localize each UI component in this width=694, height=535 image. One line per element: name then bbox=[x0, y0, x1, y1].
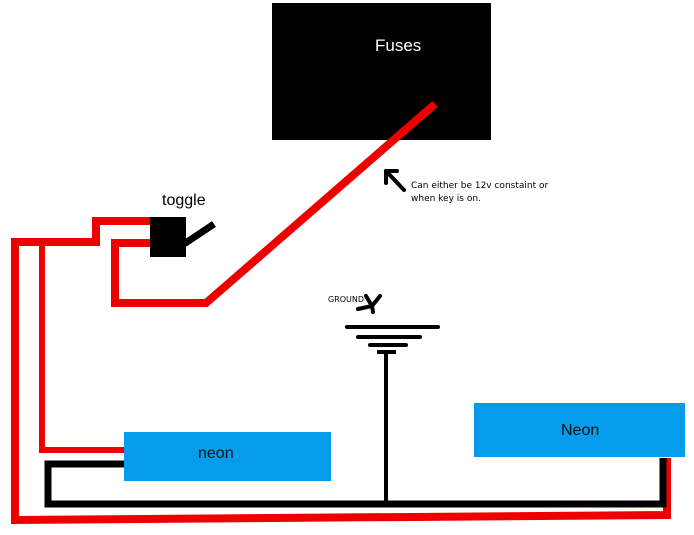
wire-branch-left-neon bbox=[39, 242, 125, 453]
ground-arrow-icon bbox=[356, 294, 382, 314]
ground-label: GROUND bbox=[328, 295, 365, 304]
neon-right-box bbox=[474, 403, 685, 457]
wire-toggle-to-neons bbox=[11, 217, 671, 525]
note-arrow-icon bbox=[384, 169, 406, 192]
toggle-label: toggle bbox=[162, 192, 206, 209]
toggle-switch-body bbox=[150, 217, 186, 257]
toggle-lever bbox=[182, 221, 216, 247]
neon-left-box bbox=[124, 432, 331, 481]
fuse-note: Can either be 12v constaint or when key … bbox=[411, 181, 549, 204]
fuses-label: Fuses bbox=[375, 36, 422, 55]
fuse-box bbox=[272, 3, 491, 140]
wire-ground-loop bbox=[44, 458, 667, 508]
neon-right-label: Neon bbox=[561, 422, 600, 439]
wire-fuse-to-toggle bbox=[111, 100, 438, 307]
neon-left-label: neon bbox=[198, 445, 234, 462]
